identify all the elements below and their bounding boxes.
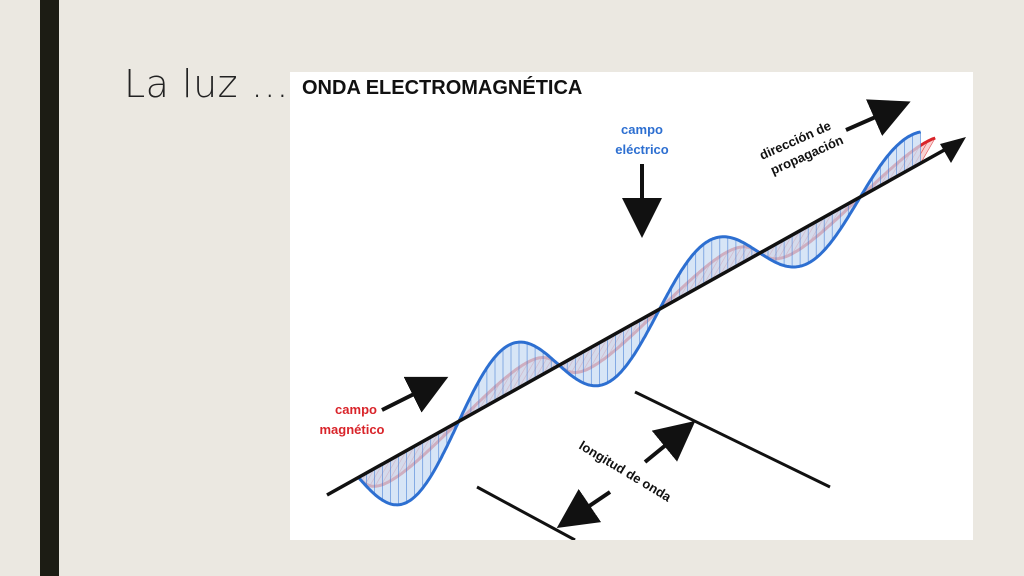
magnetic-wave-hatch bbox=[920, 137, 936, 164]
electric-field-label-line1: campo bbox=[621, 122, 663, 137]
propagation-label: dirección de propagación bbox=[757, 118, 845, 178]
magnetic-field-label-line2: magnético bbox=[319, 422, 384, 437]
wavelength-arrow-up bbox=[643, 420, 696, 464]
electric-field-label-line2: eléctrico bbox=[615, 142, 669, 157]
propagation-axis-arrowhead bbox=[940, 137, 966, 163]
figure-heading: ONDA ELECTROMAGNÉTICA bbox=[302, 76, 582, 99]
wavelength-bracket-right bbox=[634, 390, 831, 489]
magnetic-field-label-line1: campo bbox=[335, 402, 377, 417]
electric-wave bbox=[357, 130, 921, 507]
em-wave-diagram: ONDA ELECTROMAGNÉTICA campo eléctrico ca… bbox=[302, 76, 966, 540]
wavelength-arrow-down bbox=[556, 488, 612, 528]
wavelength-bracket-left bbox=[476, 485, 576, 540]
propagation-arrow bbox=[845, 99, 911, 136]
propagation-axis bbox=[326, 142, 956, 497]
slide-title: La luz … bbox=[124, 62, 290, 106]
electric-wave-curve bbox=[357, 130, 921, 507]
em-wave-figure: ONDA ELECTROMAGNÉTICA campo eléctrico ca… bbox=[290, 72, 973, 540]
magnetic-field-arrow bbox=[381, 376, 449, 413]
slide-accent-bar bbox=[40, 0, 59, 576]
